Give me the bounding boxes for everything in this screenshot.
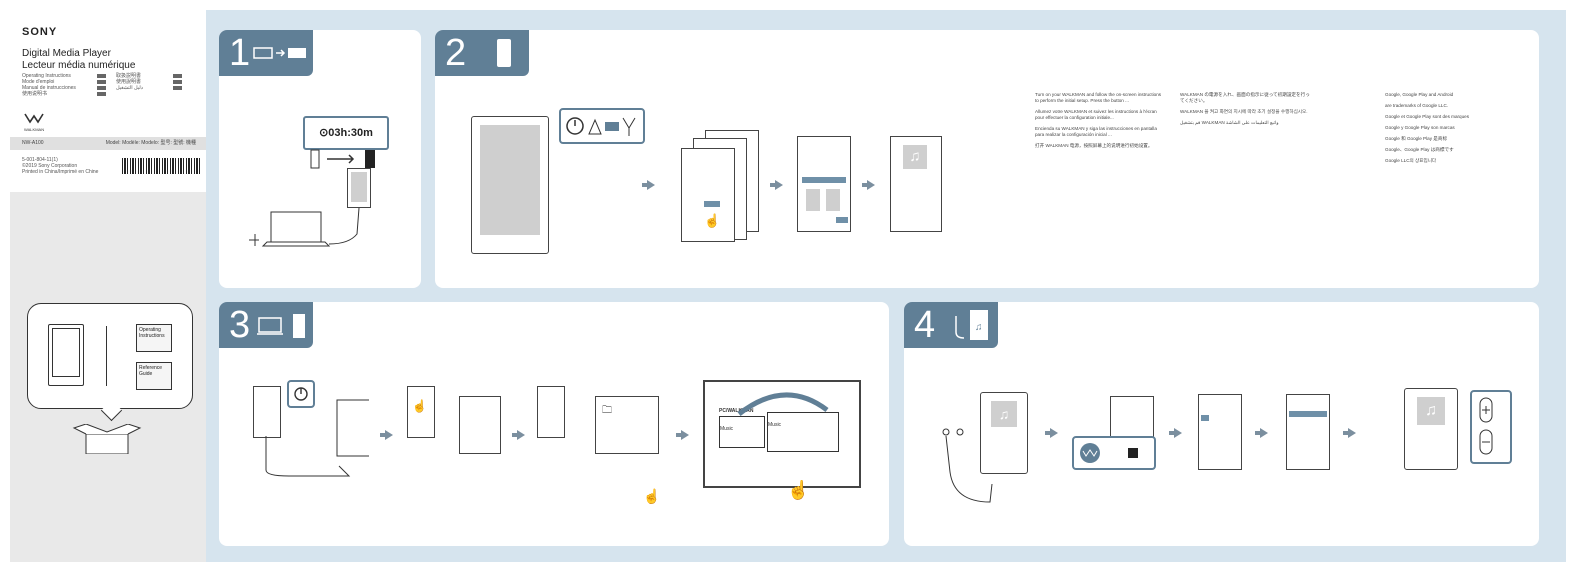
step1-panel: 1 ⊙03h:30m bbox=[219, 30, 421, 288]
step2-panel: 2 ☝ ♫ Turn on your WALKMAN and follow th… bbox=[435, 30, 1539, 288]
player-step3c bbox=[537, 386, 565, 438]
text-column-3: Google, Google Play and Android are trad… bbox=[1385, 92, 1470, 163]
folder-icon: 🗀 bbox=[602, 405, 612, 416]
product-title: Digital Media Player Lecteur média numér… bbox=[22, 48, 136, 71]
player-playing: ♫ bbox=[1404, 388, 1458, 470]
setup-screen-front: ☝ bbox=[681, 148, 735, 242]
volume-buttons-icon bbox=[1470, 390, 1512, 464]
arrow-icon bbox=[862, 180, 875, 190]
print-codes: 5-001-804-11(1) ©2019 Sony Corporation P… bbox=[22, 157, 99, 175]
doc-operating-instructions: Operating Instructions bbox=[136, 324, 172, 352]
player-large bbox=[471, 116, 549, 254]
language-item: دليل التشغيل bbox=[116, 85, 182, 91]
usb-cable-illustration bbox=[106, 326, 113, 386]
model-bar: NW-A100 Model: Modèle: Modelo: 型号: 型號: 機… bbox=[10, 137, 206, 150]
text-column-1: Turn on your WALKMAN and follow the on-s… bbox=[1035, 92, 1162, 148]
arrow-icon bbox=[1045, 428, 1058, 438]
player-step3b: ☝ bbox=[407, 386, 435, 438]
player-step4a: ♫ bbox=[980, 392, 1028, 474]
player-charging bbox=[347, 168, 371, 208]
language-tag-icon bbox=[97, 92, 106, 96]
tap-hand-icon: ☝ bbox=[643, 488, 661, 504]
music-note-icon: ♫ bbox=[903, 145, 927, 169]
walkman-app-icon bbox=[1072, 436, 1156, 470]
box-contents-bubble: Operating Instructions Reference Guide bbox=[27, 303, 193, 409]
arrow-icon bbox=[380, 430, 393, 440]
text-column-2: WALKMAN の電源を入れ、画面の指示に従って初期設定を行ってください。 WA… bbox=[1180, 92, 1310, 125]
music-note-icon: ♫ bbox=[1417, 397, 1445, 425]
laptop-connection-illustration bbox=[249, 207, 360, 247]
battery-progress-icon bbox=[310, 149, 375, 169]
open-box-icon bbox=[72, 424, 142, 454]
destination-pane: Music bbox=[767, 412, 839, 452]
clock-icon: ⊙ bbox=[319, 127, 329, 139]
power-icon bbox=[287, 380, 315, 408]
arrow-icon bbox=[642, 180, 655, 190]
step4-panel: 4 ♫ ♫ ♫ bbox=[904, 302, 1539, 546]
model-number: NW-A100 bbox=[22, 140, 44, 146]
doc-reference-guide: Reference Guide bbox=[136, 362, 172, 390]
svg-text:♫: ♫ bbox=[975, 322, 983, 333]
language-tag-icon bbox=[97, 86, 106, 90]
power-language-icons bbox=[559, 108, 645, 144]
arrow-icon bbox=[512, 430, 525, 440]
earphones-illustration bbox=[942, 428, 993, 503]
step2-badge: 2 bbox=[435, 30, 529, 76]
track-list-screen bbox=[1286, 394, 1330, 470]
drag-arrow-icon bbox=[737, 392, 829, 416]
arrow-icon bbox=[1169, 428, 1182, 438]
laptop-step3a bbox=[265, 399, 369, 477]
language-tag-icon bbox=[173, 80, 182, 84]
library-screen bbox=[1198, 394, 1242, 470]
tap-hand-icon: ☝ bbox=[704, 213, 721, 228]
arrow-icon bbox=[770, 180, 783, 190]
pc-transfer-icon bbox=[257, 314, 305, 338]
model-label: Model: Modèle: Modelo: 型号: 型號: 機種 bbox=[105, 140, 196, 146]
language-item: 使用說明書 bbox=[116, 79, 182, 85]
language-tag-icon bbox=[97, 80, 106, 84]
tap-hand-icon: ☝ bbox=[412, 399, 427, 413]
headphone-player-icon: ♫ bbox=[955, 310, 988, 340]
language-tag-icon bbox=[173, 74, 182, 78]
brand-logo: SONY bbox=[22, 26, 58, 38]
drag-hand-icon: ☝ bbox=[787, 480, 810, 500]
music-home-screen: ♫ bbox=[890, 136, 942, 232]
player-icon bbox=[497, 39, 511, 67]
language-item: 使用说明书 bbox=[22, 91, 106, 97]
walkman-w-icon bbox=[24, 113, 44, 124]
source-pane: Music bbox=[719, 416, 765, 448]
language-item: Manual de instrucciones bbox=[22, 85, 106, 91]
walkman-logo: WALKMAN bbox=[24, 112, 52, 132]
player-step3a bbox=[253, 386, 281, 438]
player-illustration bbox=[48, 324, 84, 386]
arrow-icon bbox=[1343, 428, 1356, 438]
barcode bbox=[122, 158, 200, 174]
music-note-icon: ♫ bbox=[991, 401, 1017, 427]
language-item: Operating Instructions bbox=[22, 73, 106, 79]
language-tag-icon bbox=[97, 74, 106, 78]
step4-badge: 4 ♫ bbox=[904, 302, 998, 348]
arrow-icon bbox=[1255, 428, 1268, 438]
language-item: 取扱説明書 bbox=[116, 73, 182, 79]
step3-badge: 3 bbox=[219, 302, 313, 348]
language-tag-icon bbox=[173, 86, 182, 90]
language-item: Mode d'emploi bbox=[22, 79, 106, 85]
laptop-step3c: 🗀 bbox=[595, 396, 659, 454]
charge-time-display: ⊙03h:30m bbox=[303, 116, 389, 150]
account-screen bbox=[797, 136, 851, 232]
arrow-icon bbox=[676, 430, 689, 440]
laptop-step3b bbox=[459, 396, 501, 454]
step1-badge: 1 bbox=[219, 30, 313, 76]
battery-charge-icon bbox=[253, 47, 306, 59]
pc-window: PC/WALKMAN Music Music bbox=[703, 380, 861, 488]
step3-panel: 3 ☝ 🗀 ☝ PC/WALKMAN Music Music ☝ bbox=[219, 302, 889, 546]
